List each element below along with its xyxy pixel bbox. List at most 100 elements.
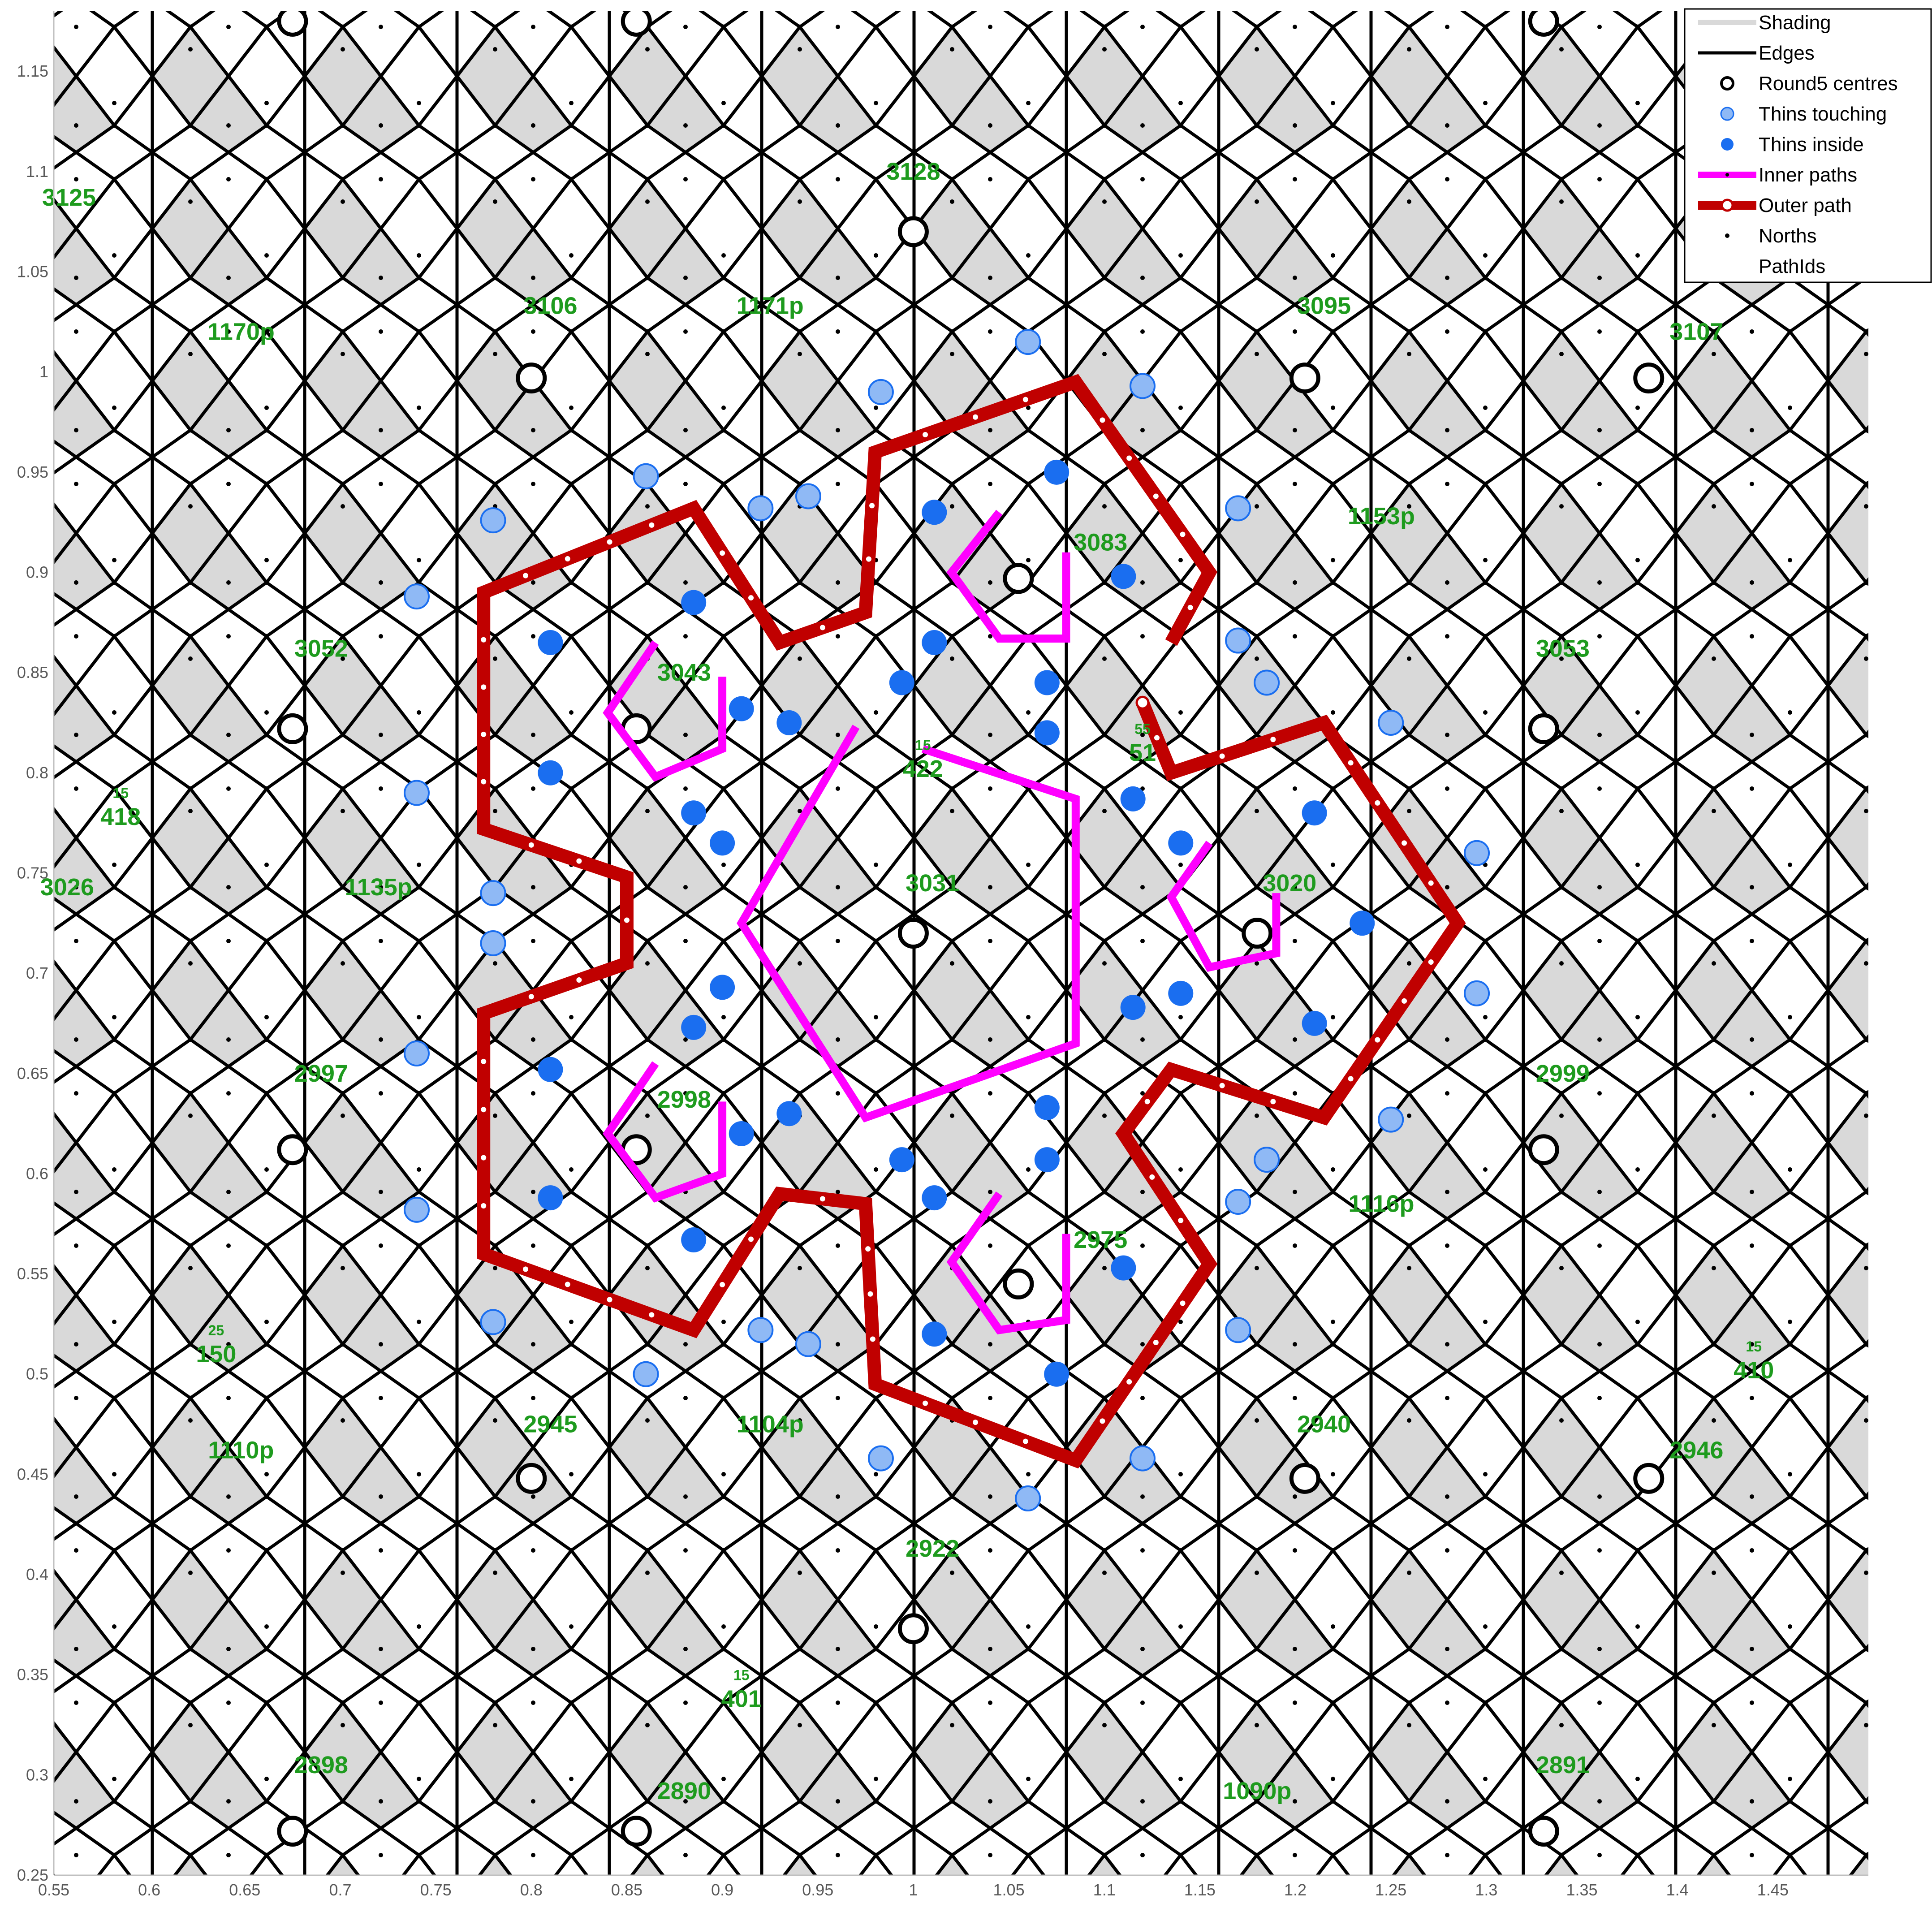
legend-label: Outer path: [1759, 194, 1852, 216]
round5-centre-marker: [897, 216, 929, 247]
pathid-sublabel: 15: [112, 785, 129, 801]
legend-label: Round5 centres: [1759, 73, 1898, 95]
pathid-label: 2997: [294, 1060, 348, 1087]
thin-inside-dot: [1034, 670, 1060, 695]
outer-path-marker: [523, 573, 528, 578]
round5-centre-marker: [277, 713, 308, 744]
pathid-label: 2946: [1669, 1437, 1723, 1464]
thin-inside-dot: [776, 710, 802, 735]
outer-path-marker: [481, 637, 487, 643]
outer-path-marker: [481, 779, 487, 785]
thin-inside-dot: [1111, 564, 1136, 589]
thins-inside-series: [538, 459, 1375, 1387]
outer-path-marker: [1022, 1438, 1028, 1444]
round5-centre-marker: [1003, 563, 1034, 594]
legend-item: PathIds: [1759, 255, 1825, 277]
legend-item: Edges: [1698, 42, 1815, 64]
y-tick-label: 0.95: [17, 463, 48, 481]
inner-path-line: [1166, 841, 1281, 972]
thin-inside-dot: [538, 630, 563, 656]
pathid-sublabel: 25: [208, 1322, 224, 1338]
pathid-label: 3026: [40, 874, 94, 901]
outer-path-marker: [607, 1297, 612, 1303]
thin-touching-dot: [404, 583, 430, 610]
legend-label: Edges: [1759, 42, 1815, 64]
x-tick-label: 0.8: [520, 1881, 543, 1899]
thin-inside-dot: [729, 696, 754, 721]
legend-swatch-inner-marker: [1725, 173, 1729, 177]
round5-centre-marker: [1289, 1463, 1320, 1494]
outer-path-marker: [528, 994, 534, 1000]
thin-touching-dot: [1130, 373, 1156, 399]
thin-inside-dot: [681, 590, 707, 615]
y-tick-label: 1.1: [26, 162, 48, 181]
outer-path-marker: [481, 1203, 487, 1208]
outer-path-marker: [481, 1058, 487, 1064]
pathid-label: 1135p: [345, 874, 412, 901]
thin-touching-dot: [1254, 1147, 1280, 1173]
outer-path-marker: [1100, 1418, 1105, 1424]
thin-touching-dot: [1130, 1445, 1156, 1472]
pathid-label: 401: [721, 1685, 762, 1712]
tiling-background: [54, 11, 1868, 1875]
pathid-label: 3020: [1263, 870, 1316, 897]
round5-centre-marker: [1528, 713, 1559, 744]
outer-path-marker: [748, 595, 754, 601]
pathid-label: 1170p: [207, 319, 275, 345]
legend-item: Shading: [1698, 12, 1831, 34]
outer-path-marker: [576, 858, 582, 864]
y-tick-label: 0.8: [26, 764, 48, 782]
thin-touching-dot: [1015, 329, 1041, 355]
thin-touching-dot: [480, 880, 506, 906]
x-tick-label: 1.35: [1566, 1881, 1597, 1899]
thin-touching-dot: [1015, 1485, 1041, 1512]
round5-centre-marker: [1528, 1134, 1559, 1165]
legend-label: Thins inside: [1759, 134, 1864, 155]
outer-path-marker: [1126, 1379, 1132, 1385]
pathid-label: 2975: [1074, 1226, 1127, 1253]
thin-inside-dot: [922, 630, 947, 656]
thin-touching-dot: [633, 463, 659, 489]
thins-touching-series: [404, 329, 1490, 1512]
legend-label: Thins touching: [1759, 103, 1887, 125]
pathid-label: 2891: [1536, 1752, 1590, 1778]
thin-inside-dot: [681, 1227, 707, 1253]
y-tick-label: 0.9: [26, 563, 48, 581]
thin-inside-dot: [538, 1185, 563, 1211]
pathid-label: 1116p: [1348, 1191, 1414, 1217]
legend-label: Norths: [1759, 225, 1817, 247]
outer-path-marker: [972, 1420, 978, 1425]
outer-path-marker: [576, 977, 582, 983]
x-tick-label: 0.9: [711, 1881, 733, 1899]
thin-touching-dot: [795, 483, 821, 509]
outer-path-marker: [624, 917, 630, 923]
legend-label: Shading: [1759, 12, 1831, 34]
legend-item: Round5 centres: [1720, 73, 1898, 95]
thin-inside-dot: [1034, 1095, 1060, 1120]
outer-path-marker: [1375, 800, 1380, 806]
outer-path-marker: [1153, 493, 1159, 499]
thin-inside-dot: [1111, 1255, 1136, 1281]
round5-centres: [277, 11, 1665, 1847]
pathid-label: 1090p: [1223, 1778, 1291, 1804]
legend-swatch-thins-inside: [1721, 138, 1734, 151]
outer-path-marker: [481, 1155, 487, 1161]
pathid-label: 3125: [42, 184, 96, 211]
x-tick-label: 0.7: [329, 1881, 351, 1899]
outer-path-marker: [481, 731, 487, 737]
outer-path-marker: [528, 842, 534, 848]
thin-touching-dot: [404, 780, 430, 806]
pathid-label: 2998: [657, 1086, 711, 1113]
outer-path-series: [477, 374, 1466, 1469]
pathid-label: 2999: [1536, 1060, 1590, 1087]
thin-inside-dot: [889, 670, 914, 695]
thin-touching-dot: [1464, 980, 1490, 1006]
legend-swatch-round5: [1720, 76, 1734, 91]
pathid-label: 3031: [906, 870, 959, 897]
pathid-label: 1171p: [737, 293, 804, 319]
thin-touching-dot: [1464, 840, 1490, 866]
outer-path-marker: [748, 1236, 754, 1242]
outer-path-marker: [865, 1246, 871, 1252]
